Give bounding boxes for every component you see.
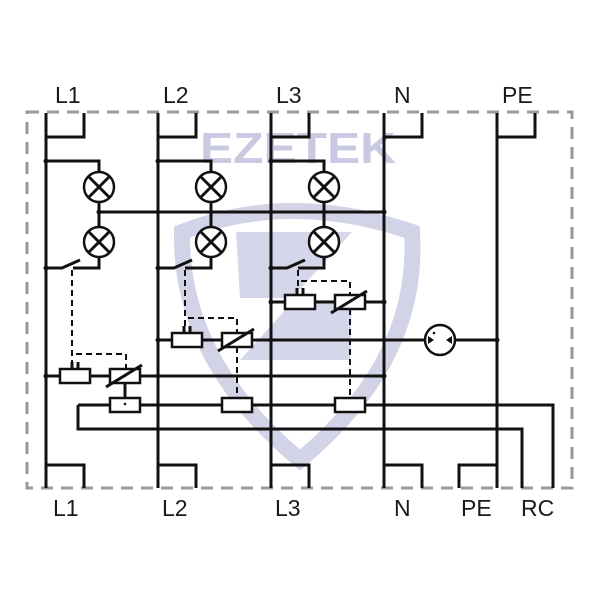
top-label-pe: PE (502, 82, 533, 108)
indicator-lamp-icon (194, 170, 228, 204)
top-label-n: N (394, 82, 411, 108)
bottom-label-l2: L2 (162, 495, 188, 521)
gas-discharge-tube (423, 323, 457, 357)
indicator-lamp-icon (307, 170, 341, 204)
shield-emblem (236, 232, 352, 360)
bottom-label-l1: L1 (53, 495, 79, 521)
indicator-lamp-circuits (46, 159, 341, 270)
l2-signal-fuse (220, 396, 254, 414)
phase-2-lamp-circuit (158, 159, 228, 270)
l3-thermal-fuse (283, 293, 317, 311)
junction-dots (43, 158, 500, 379)
indicator-lamp-icon (194, 225, 228, 259)
l2-thermal-fuse (170, 331, 204, 349)
indicator-lamp-icon (82, 170, 116, 204)
indicator-lamp-icon (82, 225, 116, 259)
l3-signal-fuse (333, 396, 367, 414)
phase-3-lamp-circuit (271, 159, 341, 270)
bottom-label-n: N (394, 495, 411, 521)
l1-thermal-fuse (58, 367, 92, 385)
top-label-l3: L3 (276, 82, 302, 108)
bottom-label-rc: RC (521, 495, 554, 521)
indicator-lamp-icon (307, 225, 341, 259)
bottom-labels: L1 L2 L3 N PE RC (53, 495, 554, 521)
top-labels: L1 L2 L3 N PE (55, 82, 533, 108)
bottom-label-l3: L3 (275, 495, 301, 521)
l1-protection-row (46, 270, 384, 398)
bottom-label-pe: PE (461, 495, 492, 521)
top-label-l1: L1 (55, 82, 81, 108)
l2-protection-row (158, 270, 497, 398)
top-label-l2: L2 (163, 82, 189, 108)
phase-1-lamp-circuit (46, 159, 116, 270)
remote-contact-wiring (76, 396, 555, 488)
watermark-text: EZETEK (200, 124, 396, 173)
l3-protection-row (271, 270, 384, 398)
top-terminal-loops (46, 113, 537, 139)
bottom-terminal-loops (46, 463, 497, 488)
